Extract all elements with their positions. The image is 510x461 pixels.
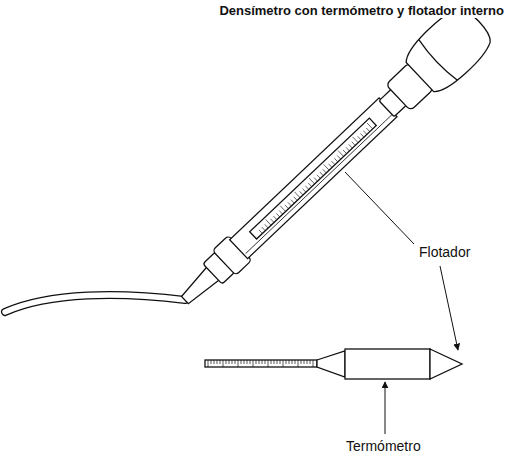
- scale-tick: [292, 360, 293, 364]
- scale-tick: [283, 360, 284, 367]
- float-body: [345, 349, 430, 379]
- scale-tick: [338, 151, 344, 157]
- hydrometer-body: [165, 1, 498, 321]
- hose: [5, 295, 185, 312]
- scale-tick: [268, 360, 269, 367]
- scale-tick: [367, 123, 373, 129]
- scale-tick: [247, 360, 248, 364]
- part-label: Flotador: [418, 244, 471, 260]
- tube-reflection: [246, 113, 394, 253]
- float-tip: [430, 349, 462, 379]
- scale-tick: [309, 178, 315, 184]
- scale-tick: [353, 137, 359, 143]
- glass-tube: [230, 98, 397, 259]
- scale-tick: [295, 192, 301, 198]
- scale-tick: [320, 172, 323, 176]
- scale-tick: [244, 360, 245, 364]
- scale-tick: [358, 136, 361, 140]
- scale-tick: [310, 360, 311, 364]
- scale-tick: [337, 156, 340, 160]
- scale-tick: [285, 205, 288, 209]
- scale-tick: [259, 230, 262, 234]
- scale-tick: [352, 142, 355, 146]
- scale-tick: [329, 164, 332, 168]
- scale-tick: [226, 360, 227, 364]
- scale-tick: [220, 360, 221, 364]
- bulb-band: [417, 40, 457, 82]
- scale-tick: [211, 360, 212, 364]
- scale-tick: [304, 360, 305, 364]
- scale-tick: [307, 360, 308, 364]
- scale-tick: [298, 360, 299, 367]
- leader-line: [345, 172, 414, 244]
- scale-tick: [223, 360, 224, 367]
- scale-tick: [265, 360, 266, 364]
- scale-tick: [238, 360, 239, 367]
- scale-tick: [288, 202, 291, 206]
- scale-tick: [274, 360, 275, 364]
- scale-tick: [331, 161, 334, 165]
- scale-tick: [366, 128, 369, 132]
- thermometer-scale: [205, 360, 317, 367]
- scale-tick: [286, 360, 287, 364]
- scale-tick: [262, 227, 265, 231]
- scale-tick: [334, 158, 337, 162]
- scale-tick: [323, 169, 326, 173]
- scale-tick: [280, 206, 286, 212]
- scale-tick: [277, 360, 278, 364]
- scale-tick: [262, 360, 263, 364]
- scale-tick: [266, 219, 272, 225]
- scale-tick: [289, 360, 290, 364]
- scale-tick: [343, 150, 346, 154]
- scale-tick: [301, 360, 302, 364]
- scale-tick: [279, 211, 282, 215]
- scale-tick: [363, 131, 366, 135]
- scale-tick: [317, 175, 320, 179]
- leader-arrow: [440, 266, 458, 350]
- scale-tick: [291, 200, 294, 204]
- scale-tick: [271, 219, 274, 223]
- scale-tick: [235, 360, 236, 364]
- float-thermometer: [205, 349, 462, 379]
- figure-title: Densímetro con termómetro y flotador int…: [218, 3, 505, 18]
- scale-tick: [256, 360, 257, 364]
- scale-tick: [360, 134, 363, 138]
- scale-tick: [302, 189, 305, 193]
- scale-tick: [229, 360, 230, 364]
- scale-tick: [253, 360, 254, 367]
- scale-tick: [273, 216, 276, 220]
- scale-tick: [313, 360, 314, 367]
- scale-tick: [346, 147, 349, 151]
- scale-tick: [324, 164, 330, 170]
- scale-tick: [294, 197, 297, 201]
- scale-tick: [250, 360, 251, 364]
- hose-inner: [5, 295, 185, 312]
- scale-tick: [271, 360, 272, 364]
- scale-tick: [280, 360, 281, 364]
- scale-tick: [295, 360, 296, 364]
- scale-tick: [276, 213, 279, 217]
- scale-tick: [349, 145, 352, 149]
- scale-tick: [241, 360, 242, 364]
- scale-tick: [308, 183, 311, 187]
- scale-tick: [305, 186, 308, 190]
- scale-tick: [217, 360, 218, 364]
- scale-tick: [265, 224, 268, 228]
- float-taper: [317, 351, 345, 377]
- scale-tick: [300, 191, 303, 195]
- scale-tick: [208, 360, 209, 367]
- scale-tick: [214, 360, 215, 364]
- scale-tick: [314, 178, 317, 182]
- leader-arrow: [385, 382, 386, 434]
- part-label: Termómetro: [345, 438, 422, 454]
- scale-tick: [232, 360, 233, 364]
- inner-float: [250, 118, 377, 239]
- scale-tick: [259, 360, 260, 364]
